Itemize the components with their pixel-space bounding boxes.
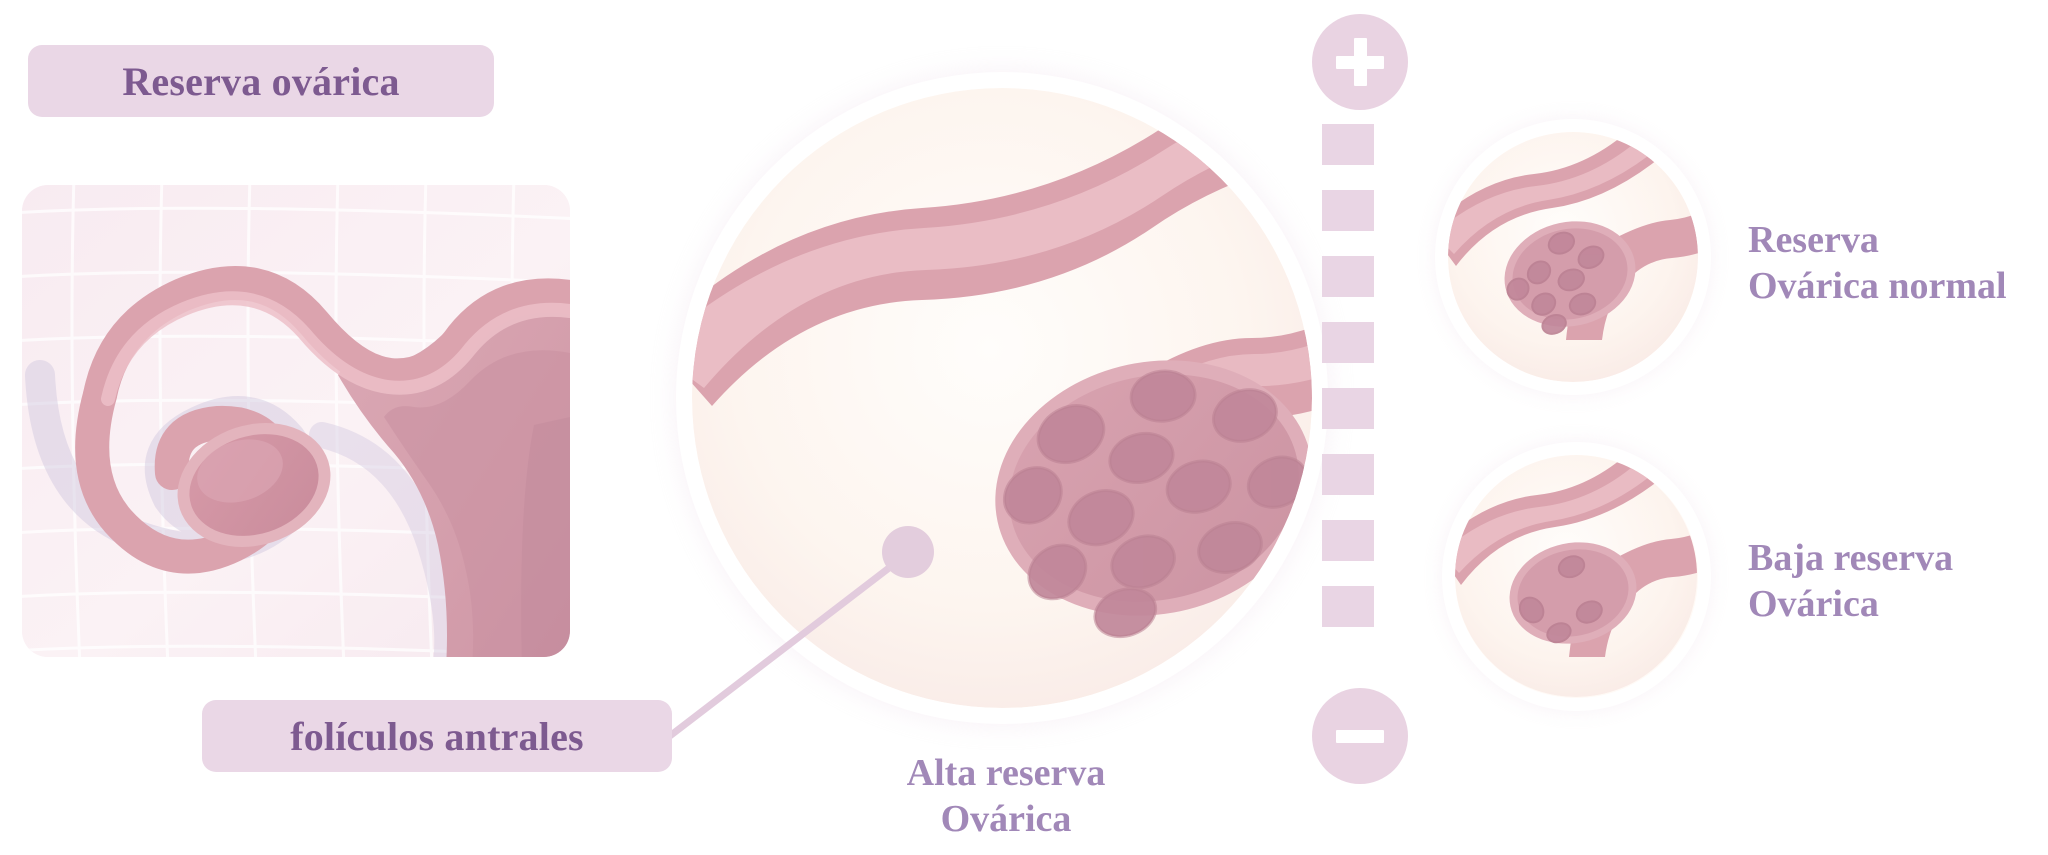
- uterus-illustration-panel: [22, 185, 570, 657]
- antral-follicles-label-text: folículos antrales: [290, 713, 584, 759]
- ovary-follicle-cluster: [1509, 542, 1637, 644]
- caption-low-reserve-line2: Ovárica: [1748, 583, 1879, 626]
- uterus-inner: [384, 350, 570, 657]
- scale-tick: [1322, 256, 1374, 297]
- ovary-low-reserve-svg: [1455, 455, 1697, 697]
- plus-icon-vertical: [1353, 38, 1367, 86]
- caption-normal-reserve: Reserva Ovárica normal: [1748, 217, 2048, 310]
- caption-normal-reserve-line2: Ovárica normal: [1748, 265, 2007, 308]
- ovary-follicle-cluster: [1504, 221, 1636, 335]
- caption-high-reserve-line1: Alta reserva: [906, 752, 1106, 794]
- caption-high-reserve-line2: Ovárica: [940, 798, 1072, 841]
- ovary-follicle-cluster: [995, 360, 1312, 639]
- scale-plus-circle: [1312, 14, 1408, 110]
- antral-follicles: [1004, 371, 1307, 637]
- antral-follicles-label-pill: folículos antrales: [202, 700, 672, 772]
- uterus-cavity: [521, 417, 570, 657]
- scale-tick: [1322, 520, 1374, 561]
- scale-tick: [1322, 454, 1374, 495]
- scale-tick: [1322, 388, 1374, 429]
- caption-normal-reserve-line1: Reserva: [1748, 219, 1879, 261]
- scale-minus-circle: [1312, 688, 1408, 784]
- antral-follicles: [1506, 231, 1605, 335]
- ovary-normal-reserve-svg: [1448, 132, 1698, 382]
- scale-tick: [1322, 190, 1374, 231]
- ovary-high-reserve-svg: [692, 88, 1312, 708]
- tube-band-upper-highlight: [1455, 463, 1649, 573]
- reserve-scale: [1312, 14, 1408, 784]
- tube-band-upper-highlight: [692, 88, 1312, 388]
- minus-icon: [1336, 729, 1384, 743]
- uterus-shadow: [309, 422, 461, 657]
- caption-low-reserve: Baja reserva Ovárica: [1748, 535, 2048, 628]
- ovary-normal-reserve-circle: [1448, 132, 1698, 382]
- ovary-oval: [177, 423, 331, 547]
- caption-low-reserve-line1: Baja reserva: [1748, 537, 1954, 579]
- tube-band-upper-highlight: [1448, 142, 1648, 254]
- scale-tick: [1322, 322, 1374, 363]
- ovary-low-reserve-circle: [1455, 455, 1698, 698]
- fallopian-tube-arc: [83, 266, 570, 412]
- scale-tick: [1322, 124, 1374, 165]
- uterus-anatomy-svg: [22, 185, 570, 657]
- tube-band-lower-highlight: [1072, 326, 1312, 544]
- fallopian-tube-highlight: [101, 291, 570, 406]
- scale-tick: [1322, 586, 1374, 627]
- page-title-pill: Reserva ovárica: [28, 45, 494, 117]
- page-title-text: Reserva ovárica: [122, 58, 400, 104]
- antral-follicles: [1518, 555, 1603, 644]
- ovary-high-reserve-circle: [692, 88, 1312, 708]
- caption-high-reserve: Alta reserva Ovárica: [846, 750, 1166, 843]
